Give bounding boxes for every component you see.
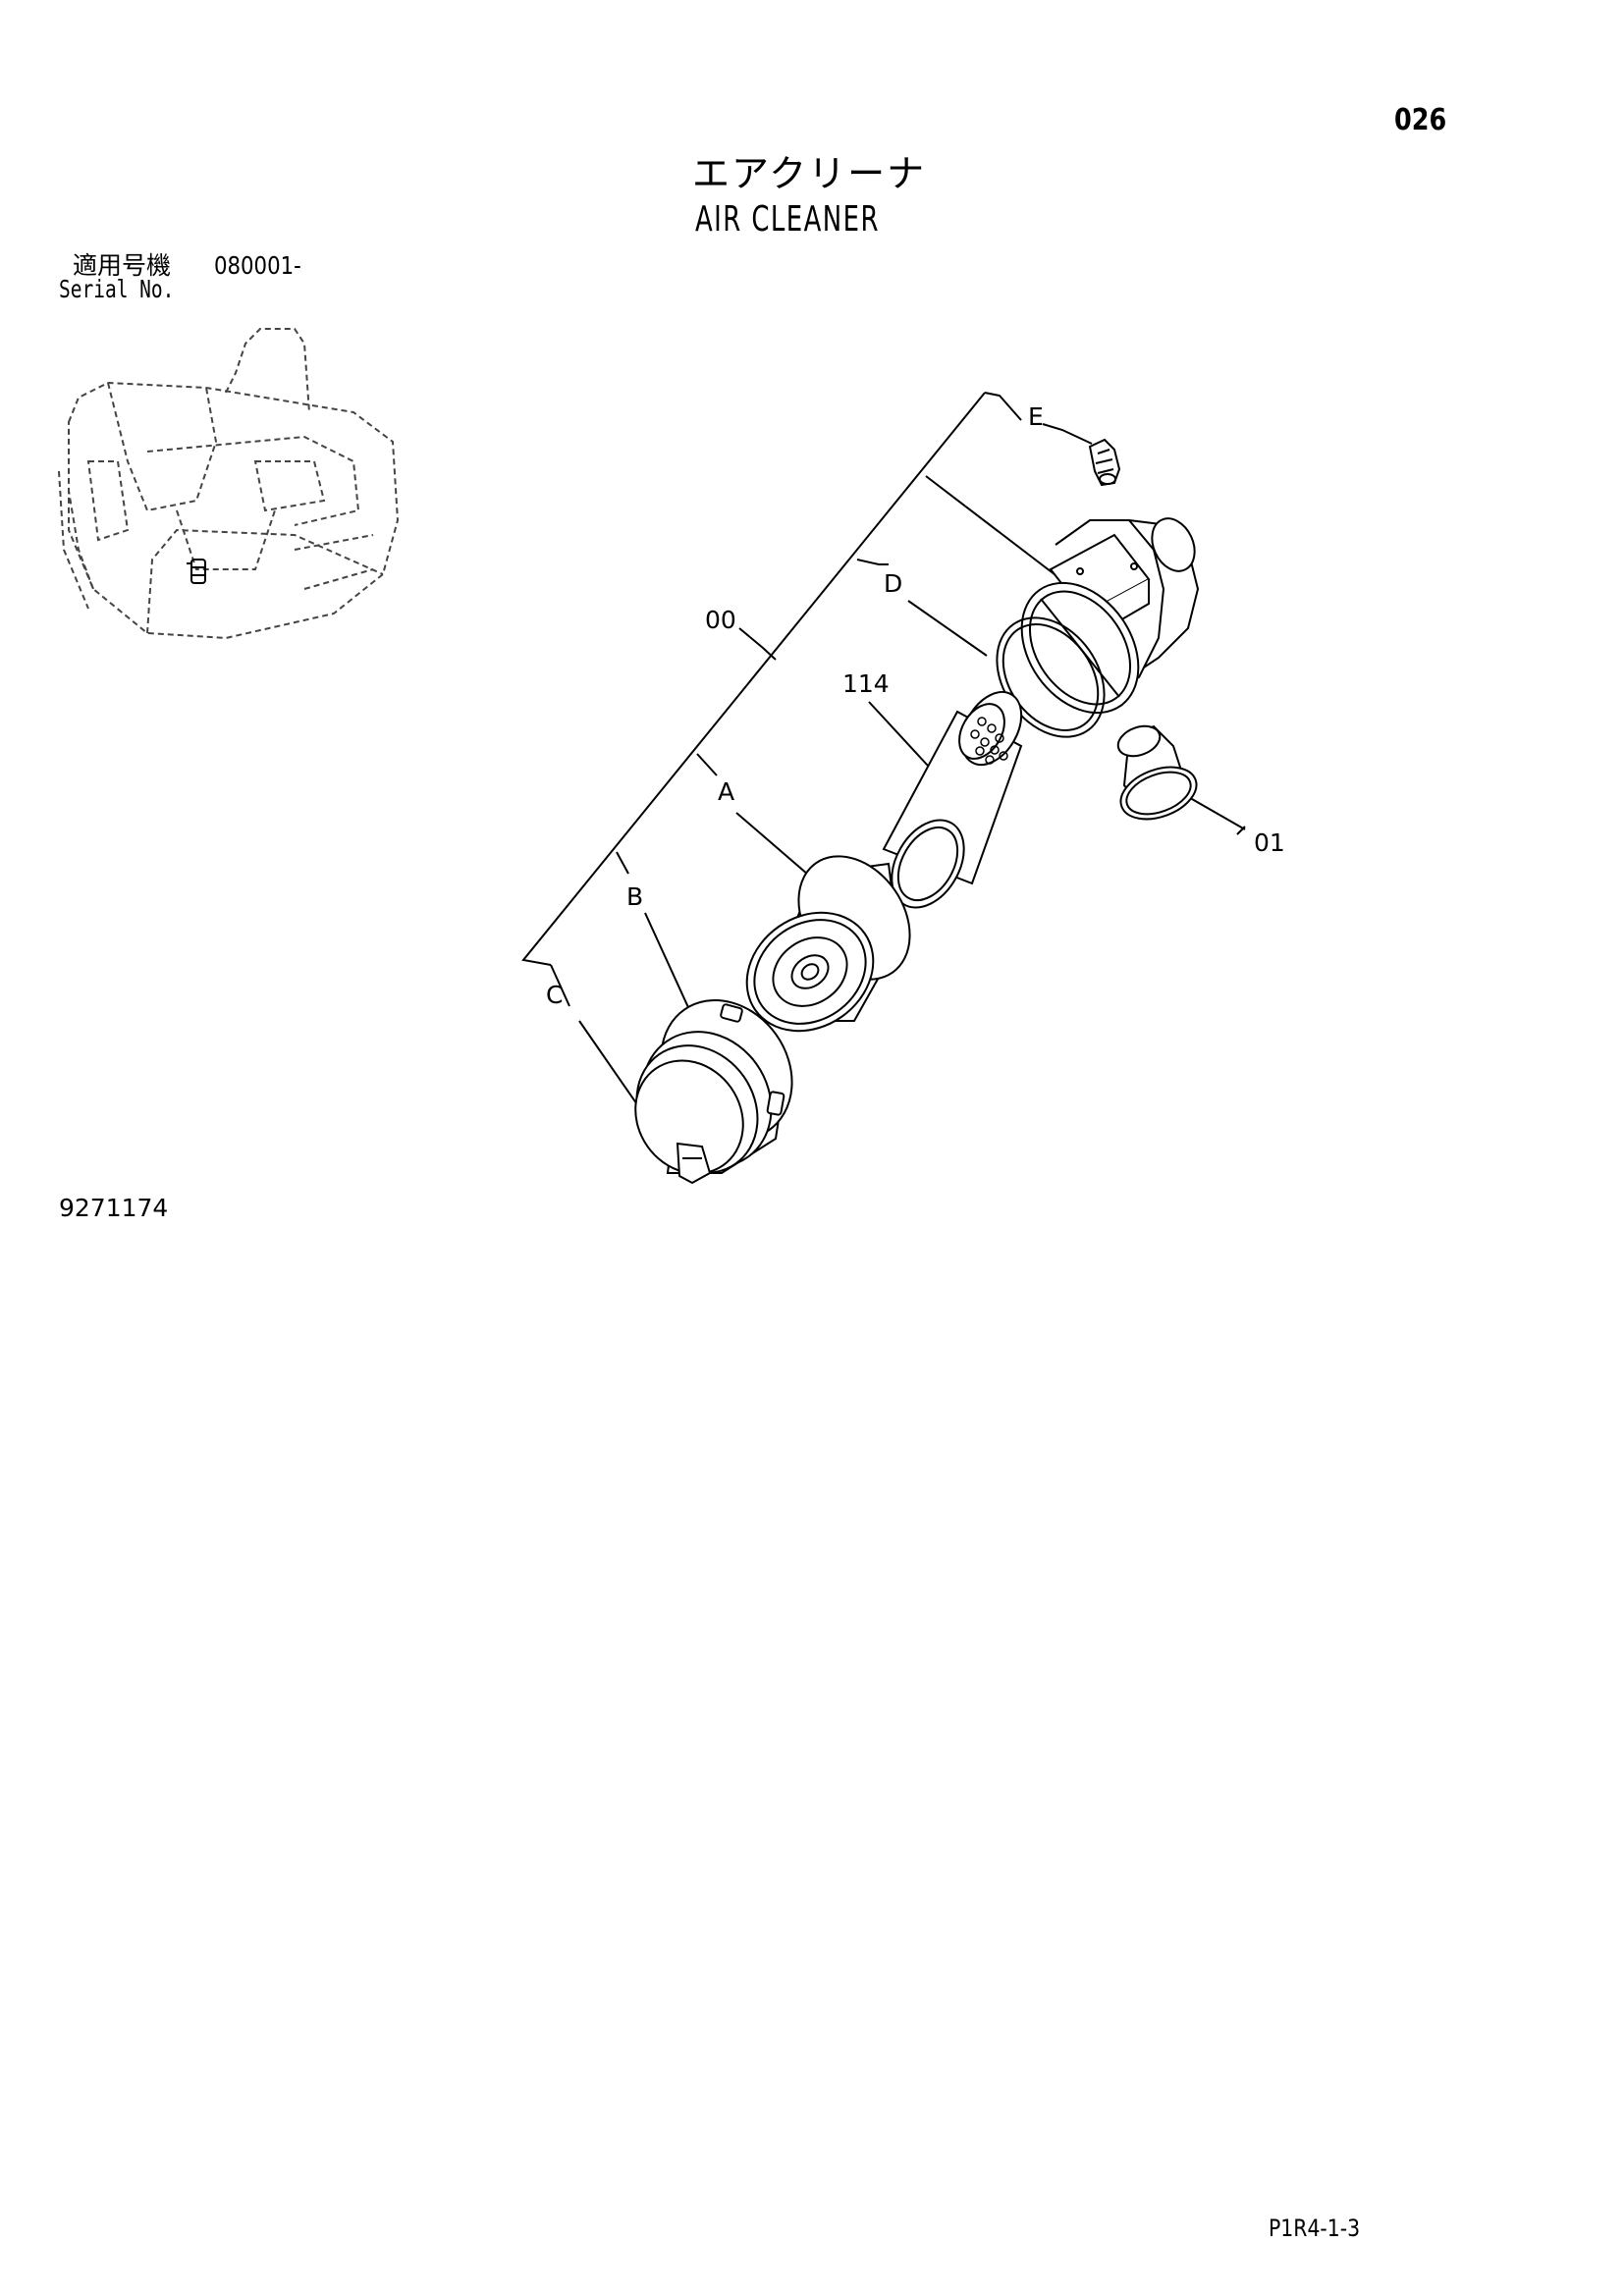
- callout-assembly: 00: [705, 606, 736, 634]
- restriction-indicator-part: [1088, 438, 1121, 487]
- machine-location-thumbnail: [58, 328, 400, 640]
- callout-d: D: [884, 569, 902, 598]
- callout-a: A: [718, 777, 734, 806]
- serial-label-japanese: 適用号機: [73, 251, 172, 280]
- serial-label-english: Serial No.: [59, 275, 175, 303]
- air-cleaner-location-marker: [187, 559, 206, 584]
- callout-e: E: [1028, 402, 1044, 431]
- serial-range: 080001-: [214, 251, 301, 280]
- page-number: 026: [1394, 103, 1447, 137]
- callout-valve: 01: [1254, 828, 1285, 857]
- title-english: AIR CLEANER: [695, 199, 880, 240]
- primary-element-part: [745, 855, 911, 1033]
- evacuator-valve-part: [1116, 724, 1198, 821]
- end-cover-part: [634, 999, 793, 1185]
- safety-element-part: [882, 691, 1023, 909]
- air-cleaner-housing-part: [1020, 517, 1200, 715]
- drawing-number: 9271174: [59, 1194, 169, 1222]
- title-japanese: エアクリーナ: [692, 152, 927, 195]
- callout-c: C: [546, 981, 563, 1009]
- callout-seal-ring: 114: [842, 669, 890, 698]
- page-code: P1R4-1-3: [1269, 2215, 1361, 2242]
- callout-b: B: [626, 882, 643, 911]
